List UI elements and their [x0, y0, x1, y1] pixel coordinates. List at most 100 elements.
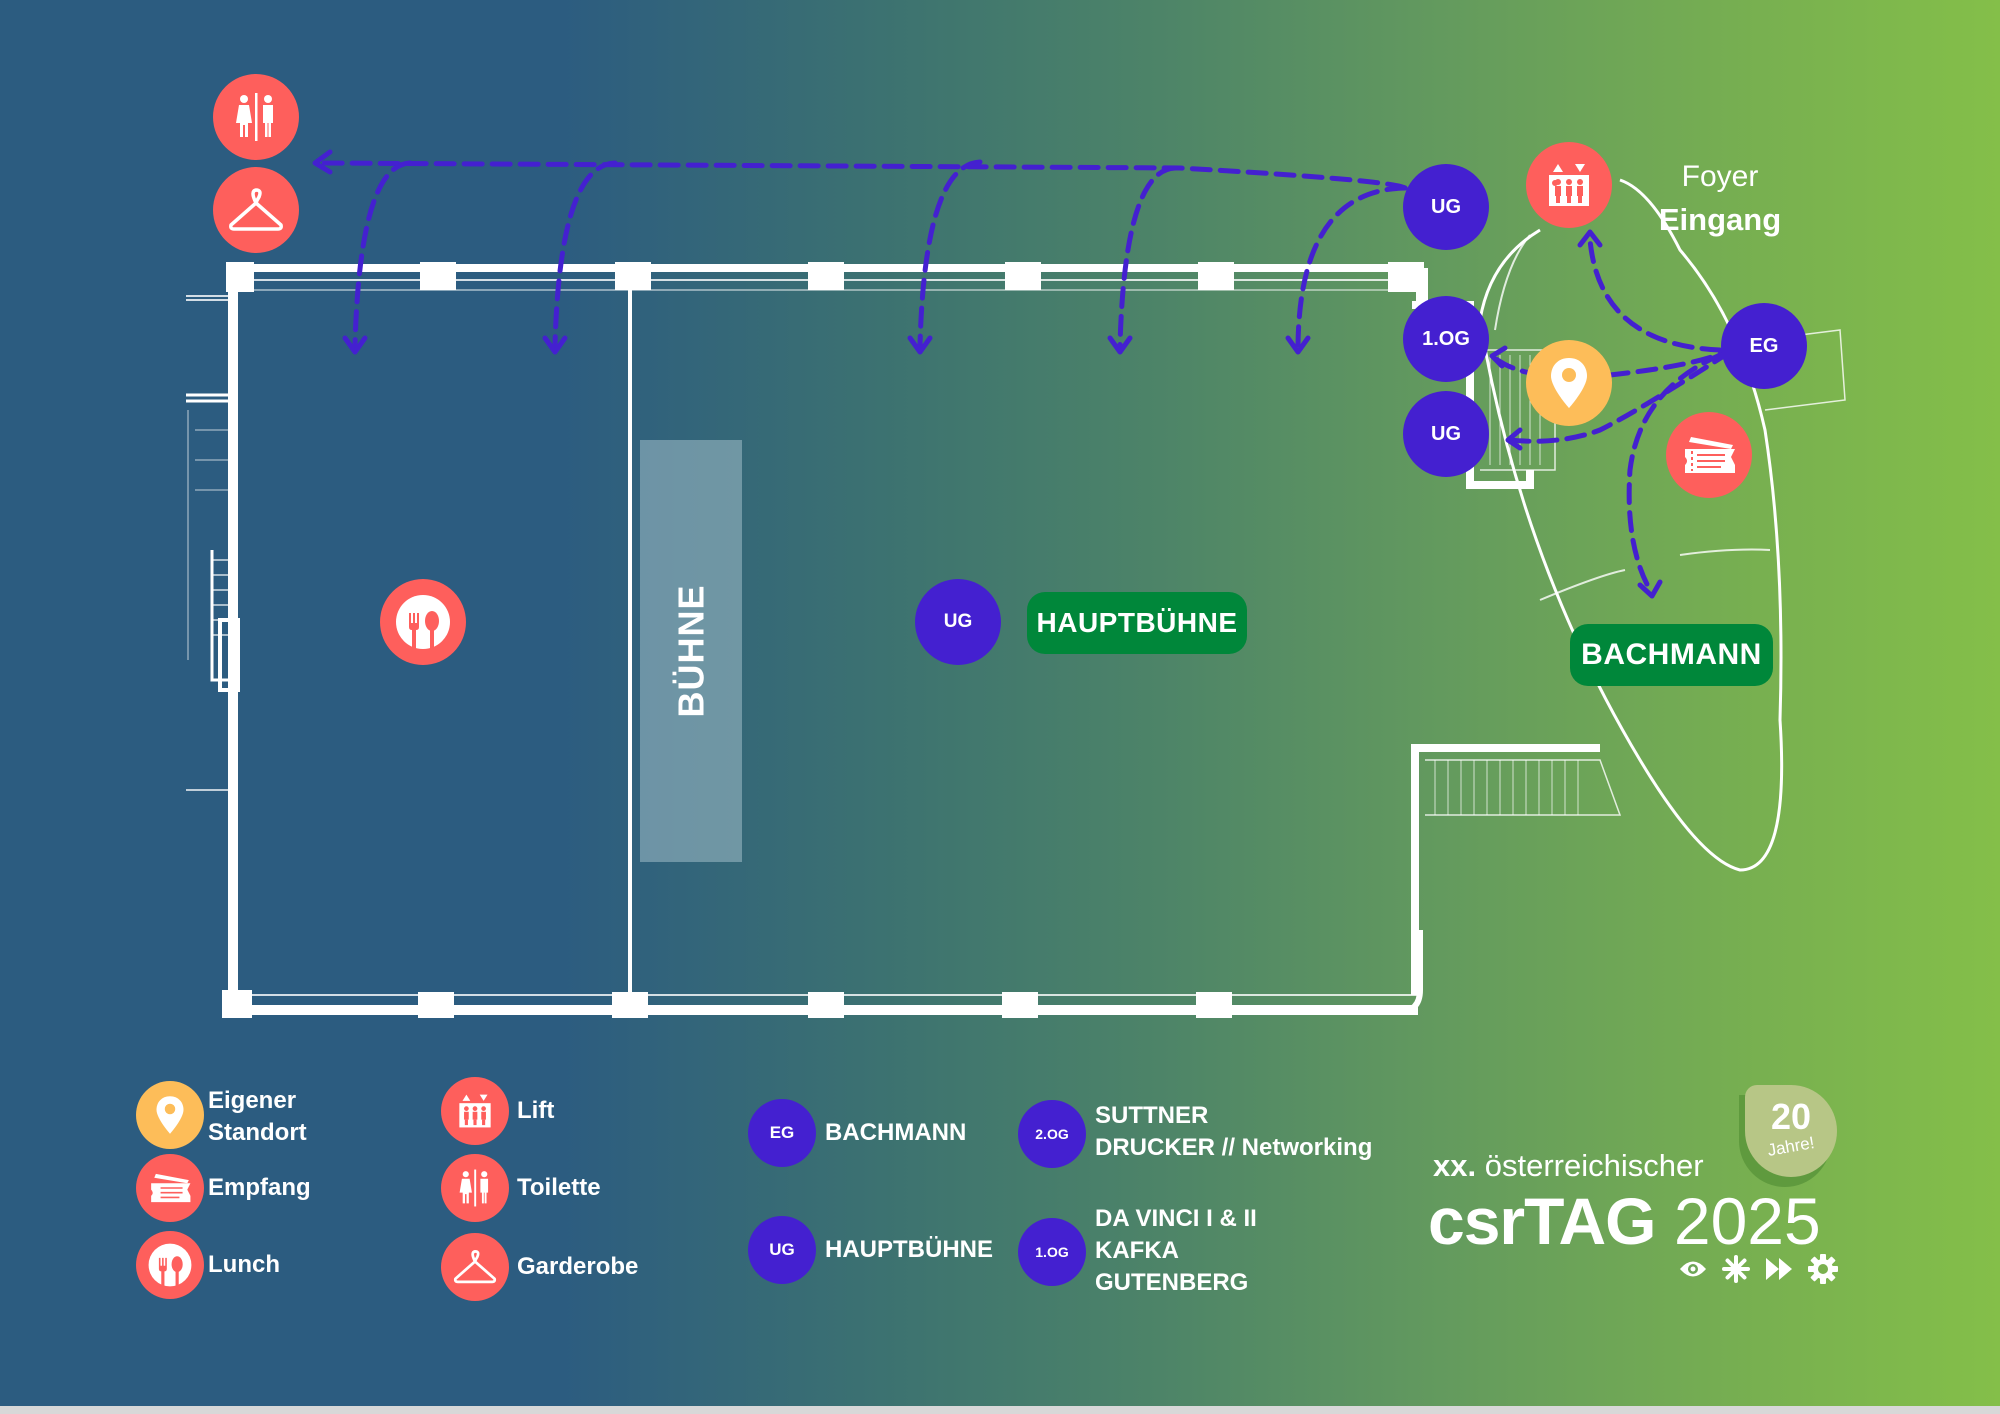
level-marker-1og[interactable]: 1.OG [1403, 296, 1489, 382]
legend-room-2og: SUTTNER DRUCKER // Networking [1095, 1100, 1372, 1164]
level-marker-label: 1.OG [1422, 327, 1470, 350]
route-eg-to-bachmann [1626, 352, 1723, 593]
logo-year: 2025 [1673, 1184, 1821, 1258]
legend-toilet-circle [441, 1154, 509, 1222]
anniversary-badge: 20 Jahre! [1739, 1085, 1837, 1187]
level-marker-lower-ug[interactable]: UG [1403, 391, 1489, 477]
route-branch-3 [917, 159, 983, 348]
legend-item-garderobe: Garderobe [517, 1253, 639, 1280]
level-label: UG [769, 1240, 795, 1259]
arrowhead-down-3 [907, 335, 933, 355]
legend-item-lift: Lift [517, 1097, 555, 1124]
empfang-marker[interactable] [1666, 412, 1752, 498]
room-label-hauptbuehne[interactable]: HAUPTBÜHNE [1027, 592, 1247, 654]
level-marker-hauptbuehne[interactable]: UG [915, 579, 1001, 665]
legend-room-line: DA VINCI I & II [1095, 1205, 1257, 1232]
route-branch-1 [352, 160, 413, 348]
wall-pillars [222, 262, 1424, 1018]
legend-item-toilet: Toilette [517, 1174, 601, 1201]
arrowhead-lift [1577, 229, 1603, 248]
legend-garderobe-circle [441, 1233, 509, 1301]
toilet-icon [459, 1169, 489, 1207]
arrowhead-down-1 [342, 335, 368, 355]
legend-level-2og: 2.OG [1018, 1100, 1086, 1168]
legend-level-ug: UG [748, 1216, 816, 1284]
legend-room-line: SUTTNER [1095, 1102, 1209, 1129]
coat-hanger-icon [229, 188, 283, 231]
route-branch-2 [552, 160, 618, 348]
legend-item-location: Eigener Standort [208, 1085, 307, 1149]
legend-lift-circle [441, 1077, 509, 1145]
stage-area: BÜHNE [640, 440, 742, 862]
logo-wordmark: csrTAG 2025 [1428, 1183, 1821, 1259]
level-label: EG [769, 1123, 795, 1142]
badge-number: 20 [1770, 1096, 1812, 1137]
legend-room-line: GUTENBERG [1095, 1269, 1249, 1296]
room-label-bachmann[interactable]: BACHMANN [1570, 624, 1773, 686]
level-label: 1.OG [1035, 1244, 1069, 1260]
logo-icons [1678, 1254, 1838, 1284]
lunch-marker[interactable] [380, 579, 466, 665]
level-marker-label: UG [1431, 195, 1461, 218]
legend-label: Eigener [208, 1087, 297, 1114]
map-pin-icon [1551, 358, 1587, 408]
location-marker[interactable] [1526, 340, 1612, 426]
legend-item-empfang: Empfang [208, 1174, 311, 1201]
route-arrowheads [312, 149, 1663, 599]
cutlery-icon [148, 1243, 192, 1287]
toilet-marker[interactable] [213, 74, 299, 160]
level-marker-label: EG [1749, 334, 1779, 357]
bottom-border [0, 1406, 2000, 1414]
room-label-text: HAUPTBÜHNE [1036, 607, 1238, 638]
ticket-icon [1685, 437, 1735, 473]
legend-location-circle [136, 1081, 204, 1149]
legend-room-hauptbuehne: HAUPTBÜHNE [825, 1236, 993, 1263]
gear-icon [1808, 1254, 1838, 1284]
level-marker-eg[interactable]: EG [1721, 303, 1807, 389]
legend-level-1og: 1.OG [1018, 1218, 1086, 1286]
legend-label: Standort [208, 1119, 307, 1146]
stage-label: BÜHNE [670, 584, 712, 718]
asterisk-icon [1722, 1255, 1750, 1283]
elevator-icon [459, 1094, 491, 1128]
legend-lunch-circle [136, 1231, 204, 1299]
legend-room-line: KAFKA [1095, 1237, 1179, 1264]
legend-level-eg: EG [748, 1099, 816, 1167]
level-marker-top-ug[interactable]: UG [1403, 164, 1489, 250]
level-marker-label: UG [1431, 422, 1461, 445]
room-label-text: BACHMANN [1581, 638, 1762, 671]
tagline-text: österreichischer [1484, 1148, 1704, 1183]
garderobe-marker[interactable] [213, 167, 299, 253]
arrowhead-ug [1505, 427, 1523, 451]
legend-item-lunch: Lunch [208, 1251, 280, 1278]
route-paths [317, 159, 1733, 593]
route-branch-5 [1295, 185, 1408, 348]
arrowhead-1og [1489, 345, 1508, 369]
route-branch-4 [1117, 165, 1178, 348]
coat-hanger-icon [453, 1249, 497, 1284]
legend-room-1og: DA VINCI I & II KAFKA GUTENBERG [1095, 1203, 1257, 1299]
route-eg-to-lift [1587, 237, 1723, 353]
arrowhead-down-5 [1285, 335, 1311, 355]
legend-room-line: DRUCKER // Networking [1095, 1134, 1373, 1161]
entrance-label: Eingang [1658, 202, 1782, 237]
map-pin-icon [156, 1096, 184, 1134]
logo-tagline: xx. österreichischer [1433, 1148, 1704, 1184]
cutlery-icon [396, 595, 450, 649]
logo-name: csrTAG [1428, 1184, 1657, 1258]
arrowhead-down-4 [1107, 335, 1133, 355]
lift-marker[interactable] [1526, 142, 1612, 228]
arrowhead-bachmann [1637, 579, 1663, 599]
level-label: 2.OG [1035, 1126, 1069, 1142]
legend-room-bachmann: BACHMANN [825, 1119, 967, 1146]
legend-empfang-circle [136, 1154, 204, 1222]
fast-forward-icon [1766, 1258, 1792, 1280]
route-to-toilet-garderobe [317, 160, 1408, 191]
route-pin-to-eg [1607, 347, 1733, 378]
level-marker-label: UG [943, 611, 973, 632]
tagline-prefix: xx. [1433, 1148, 1477, 1183]
ticket-icon [151, 1173, 191, 1203]
elevator-icon [1549, 164, 1589, 206]
arrowhead-down-2 [542, 335, 568, 355]
